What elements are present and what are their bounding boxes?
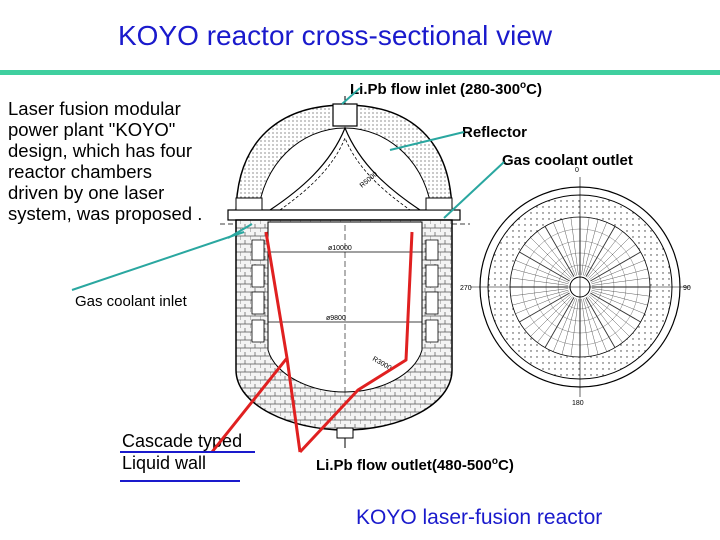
plan-spoke [570, 217, 579, 276]
gas-outlet-label: Gas coolant outlet [502, 152, 633, 169]
plan-spoke [544, 226, 575, 277]
flange-left [235, 197, 263, 211]
title-divider [0, 70, 720, 75]
footer-caption: KOYO laser-fusion reactor [356, 506, 603, 529]
plan-spoke [581, 298, 590, 357]
plan-spoke [590, 251, 641, 282]
lipb-outlet-label: Li.Pb flow outlet(480-500oC) [316, 456, 514, 474]
description-line: driven by one laser [8, 182, 165, 203]
plan-spoke [585, 226, 616, 277]
lipb-inlet-label: Li.Pb flow inlet (280-300oC) [350, 80, 542, 98]
plan-spoke [591, 277, 650, 286]
leader-lipb-outlet [298, 231, 414, 454]
angle-label: 90 [683, 285, 691, 292]
leader-gas-outlet [443, 161, 505, 219]
plan-spoke [591, 291, 645, 314]
plan-spoke [530, 295, 572, 337]
plan-spoke [553, 298, 576, 352]
flange-right [425, 197, 453, 211]
leader-reflector [389, 131, 465, 151]
plan-spoke [512, 289, 569, 306]
plan-spoke [519, 292, 570, 323]
plan-spoke [512, 268, 569, 285]
plan-spoke [553, 222, 576, 276]
plan-spoke [590, 292, 641, 323]
plan-spoke [591, 288, 650, 297]
cascade-line: Cascade typed [122, 431, 243, 451]
cascade-steps-right [425, 239, 439, 343]
plan-spoke [510, 277, 569, 286]
leader-lipb-inlet [341, 87, 361, 105]
dim-label: ø10000 [328, 245, 352, 252]
plan-spoke [587, 296, 623, 343]
red-leaders [210, 231, 414, 454]
plan-spoke [510, 288, 569, 297]
plan-spoke [524, 294, 571, 330]
plan-spoke [588, 295, 630, 337]
plan-spoke [591, 289, 648, 306]
plan-spoke [561, 298, 578, 355]
angle-label: 0 [575, 167, 579, 174]
plan-spoke [591, 260, 645, 283]
inlet-port [332, 103, 358, 127]
plan-spoke [544, 297, 575, 348]
plan-spoke [570, 298, 579, 357]
page-title: KOYO reactor cross-sectional view [118, 20, 553, 51]
plan-spoke [587, 231, 623, 278]
plan-spoke [524, 244, 571, 280]
gas-inlet-label: Gas coolant inlet [75, 293, 187, 310]
description-text: Laser fusion modular power plant "KOYO" … [8, 98, 202, 224]
plan-spoke [591, 268, 648, 285]
green-leaders [71, 87, 505, 291]
plan-spoke [537, 231, 573, 278]
description-line: design, which has four [8, 140, 193, 161]
plan-spoke [589, 294, 636, 330]
plan-spoke [588, 237, 630, 279]
plan-spoke [585, 297, 616, 348]
dim-label: ø9800 [326, 315, 346, 322]
reflector-curve [279, 136, 411, 211]
angle-label: 270 [460, 285, 472, 292]
angle-label: 180 [572, 400, 584, 407]
plan-spoke [584, 298, 607, 352]
flange-band [227, 209, 461, 221]
plan-spoke [515, 260, 569, 283]
cascade-wall-label: Cascade typed Liquid wall [122, 430, 242, 474]
leader-gas-inlet [71, 231, 245, 291]
plan-spoke [515, 291, 569, 314]
description-line: system, was proposed . [8, 203, 203, 224]
plan-spoke [589, 244, 636, 280]
plan-spoke [530, 237, 572, 279]
plan-spoke [582, 298, 599, 355]
inner-dome-curve [269, 126, 421, 211]
plan-spoke [584, 222, 607, 276]
leader-cascade-join [285, 357, 302, 453]
plan-spoke [582, 219, 599, 276]
description-line: power plant "KOYO" [8, 119, 176, 140]
plan-spoke [561, 219, 578, 276]
reflector-label: Reflector [462, 124, 528, 141]
plan-spoke [519, 251, 570, 282]
plan-spoke [581, 217, 590, 276]
description-line: Laser fusion modular [8, 98, 181, 119]
plan-spoke [537, 296, 573, 343]
reactor-plan-view: 0 90 180 270 [460, 167, 691, 407]
description-line: reactor chambers [8, 161, 152, 182]
cascade-line: Liquid wall [122, 453, 207, 473]
outlet-port [336, 427, 354, 439]
cascade-steps-left [251, 239, 265, 343]
